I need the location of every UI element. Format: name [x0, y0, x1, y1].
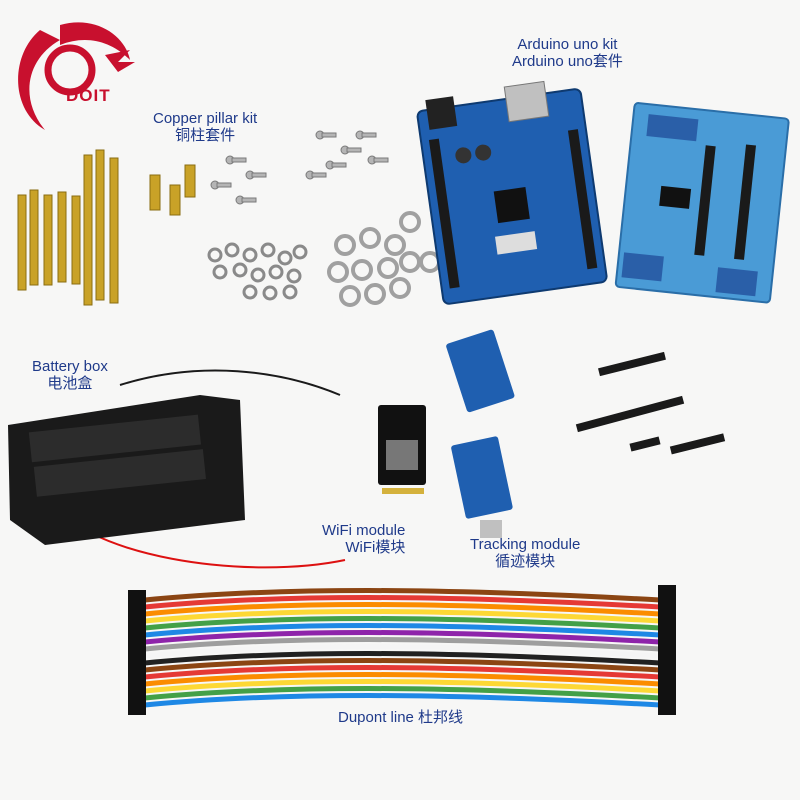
- motor-shield-board: [614, 102, 790, 304]
- screws: [210, 130, 389, 205]
- wifi-module: [378, 405, 426, 494]
- copper-pillar-label: Copper pillar kit 铜柱套件: [153, 110, 257, 144]
- tracking-modules: [446, 329, 515, 538]
- battery-box-label: Battery box 电池盒: [32, 358, 108, 392]
- dupont-ribbon: [144, 588, 661, 708]
- tracking-module-label-cn: 循迹模块: [495, 553, 556, 570]
- battery-box-label-cn: 电池盒: [47, 375, 93, 392]
- wifi-module-label-en: WiFi module: [322, 522, 406, 539]
- arduino-uno-board: [416, 80, 608, 305]
- tracking-module-label-en: Tracking module: [470, 536, 581, 553]
- doit-logo-icon: [18, 22, 135, 130]
- dupont-connectors: [128, 585, 676, 715]
- pin-headers: [575, 351, 726, 455]
- dupont-line-label-text: Dupont line 杜邦线: [338, 709, 464, 726]
- wifi-module-label-cn: WiFi模块: [345, 539, 406, 556]
- brand-logo-text: DOIT: [66, 86, 111, 105]
- dupont-line-label: Dupont line 杜邦线: [338, 709, 463, 726]
- tracking-module-label: Tracking module 循迹模块: [470, 536, 580, 570]
- arduino-kit-label: Arduino uno kit Arduino uno套件: [512, 36, 623, 70]
- brass-pillars: [17, 149, 196, 306]
- wifi-module-label: WiFi module WiFi模块: [322, 522, 405, 556]
- arduino-kit-label-en: Arduino uno kit: [517, 36, 618, 53]
- nuts: [207, 242, 308, 301]
- copper-pillar-label-cn: 铜柱套件: [175, 127, 236, 144]
- washers: [327, 211, 441, 307]
- battery-box: [8, 369, 346, 569]
- arduino-kit-label-cn: Arduino uno套件: [512, 53, 623, 70]
- copper-pillar-label-en: Copper pillar kit: [153, 110, 258, 127]
- battery-box-label-en: Battery box: [32, 358, 108, 375]
